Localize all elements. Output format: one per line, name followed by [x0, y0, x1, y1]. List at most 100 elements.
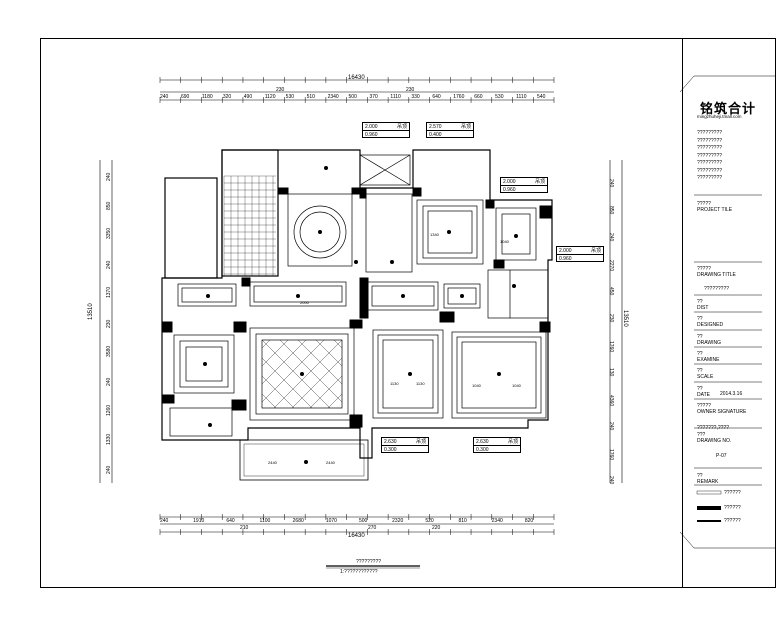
dist-cn: ?? — [697, 299, 703, 305]
dim-bottom: 810 — [458, 518, 467, 524]
ceiling-lamp-icon — [390, 260, 394, 264]
dim-left: 1370 — [106, 287, 112, 299]
ceiling-lamp-icon — [514, 234, 518, 238]
title-block-line: ????????? — [697, 167, 723, 174]
drawing-label: DRAWING — [697, 340, 721, 346]
elevation-mid: 0.400 — [429, 132, 442, 138]
room-dim-g: 2440 — [268, 460, 277, 465]
diamond-line — [279, 340, 342, 403]
drawing-cn: ?? — [697, 334, 703, 340]
dim-top: 660 — [474, 94, 483, 100]
diamond-line — [190, 340, 258, 408]
dim-right: 450 — [608, 287, 614, 296]
drawing-caption-title: ????????? — [356, 559, 382, 565]
project-title-cn: ????? — [697, 201, 711, 207]
diamond-line — [333, 340, 342, 349]
elevation-divider — [427, 130, 473, 131]
dim-top: 490 — [243, 94, 253, 100]
diamond-line — [346, 340, 414, 408]
dim-top: 240 — [160, 94, 169, 100]
elevation-side: 吊顶 — [591, 248, 602, 254]
elevation-side: 吊顶 — [397, 124, 408, 130]
ceiling-lamp-icon — [208, 423, 212, 427]
dim-top: 1180 — [201, 94, 213, 100]
elevation-mid: 0.960 — [559, 256, 572, 262]
project-title-label: PROJECT TILE — [697, 207, 733, 213]
ceiling-lamp-icon — [460, 294, 464, 298]
elevation-top: 2.000 — [503, 179, 516, 185]
diamond-line — [291, 357, 342, 408]
dim-secondary: 230 — [276, 87, 285, 93]
elevation-divider — [382, 445, 428, 446]
elevation-divider — [501, 185, 547, 186]
dim-top: 1760 — [453, 94, 465, 100]
dim-bottom: 500 — [359, 518, 368, 524]
elevation-divider — [474, 445, 520, 446]
dim-left: 1260 — [106, 404, 112, 416]
drawing-title-label: DRAWING TITLE — [697, 272, 736, 278]
dim-right: 1760 — [608, 448, 614, 460]
dim-bottom: 2340 — [491, 518, 503, 524]
diamond-line — [273, 340, 342, 408]
remark-label: REMARK — [697, 479, 719, 485]
dim-right: 850 — [608, 206, 614, 215]
dim-total-right: 13510 — [622, 310, 628, 327]
ceiling-lamp-icon — [203, 362, 207, 366]
examine-cn: ?? — [697, 351, 703, 357]
ceiling-lamp-icon — [304, 460, 308, 464]
elevation-top: 2.570 — [429, 124, 442, 130]
room-dim-a: 1340 — [430, 232, 439, 237]
diamond-line — [262, 340, 307, 385]
room-dim-b: 1040 — [500, 239, 509, 244]
dim-left: 230 — [106, 319, 112, 328]
title-block-line: ????????? — [697, 130, 723, 136]
title-block-line: ????????? — [697, 137, 723, 144]
dim-bottom: 2680 — [292, 518, 304, 524]
dim-top: 690 — [180, 94, 190, 100]
dim-right: 240 — [608, 475, 614, 484]
dim-left: 850 — [106, 201, 112, 211]
drawing-no-cn: ??? — [697, 432, 706, 438]
diamond-line — [262, 375, 295, 408]
dim-left: 3350 — [106, 228, 112, 240]
dim-right: 240 — [608, 421, 614, 431]
elevation-side: 吊顶 — [535, 179, 546, 185]
diamond-line — [262, 340, 331, 408]
designed-cn: ?? — [697, 316, 703, 322]
dim-bottom: 820 — [524, 518, 534, 524]
ceiling-lamp-icon — [497, 372, 501, 376]
dim-top: 2340 — [327, 94, 339, 100]
legend-2: ?????? — [724, 505, 741, 511]
drawing-no-label: DRAWING NO. — [697, 438, 732, 444]
dim-secondary: 220 — [432, 525, 441, 531]
room-dim-f: 1040 — [512, 383, 521, 388]
dim-bottom: 2320 — [392, 518, 404, 524]
diamond-line — [309, 375, 342, 408]
elevation-side: 吊顶 — [508, 439, 519, 445]
dim-left: 3580 — [106, 345, 112, 357]
dim-right: 240 — [608, 233, 614, 242]
ceiling-lamp-icon — [206, 294, 210, 298]
dim-secondary: 270 — [368, 525, 377, 531]
ceiling-plan — [99, 77, 623, 569]
title-block-line: ????????? — [697, 160, 723, 166]
dim-left: 240 — [106, 465, 112, 475]
diamond-line — [262, 340, 289, 367]
remark-cn: ?? — [697, 473, 703, 479]
dim-total-top: 16430 — [348, 75, 365, 81]
examine-label: EXAMINE — [697, 357, 720, 363]
dist-label: DIST — [697, 305, 709, 311]
elevation-mid: 0.960 — [503, 187, 516, 193]
elevation-tag: 2.000 吊顶 0.960 — [500, 177, 548, 193]
title-block-line: ????????? — [697, 175, 723, 181]
drawing-title-cn: ????? — [697, 266, 711, 272]
elevation-top: 2.000 — [365, 124, 378, 130]
drawing-caption-scale: 1:???????????? — [340, 569, 378, 575]
dim-top: 510 — [306, 94, 315, 100]
elevation-mid: 0.300 — [476, 447, 489, 453]
ceiling-lamp-icon — [324, 166, 328, 170]
